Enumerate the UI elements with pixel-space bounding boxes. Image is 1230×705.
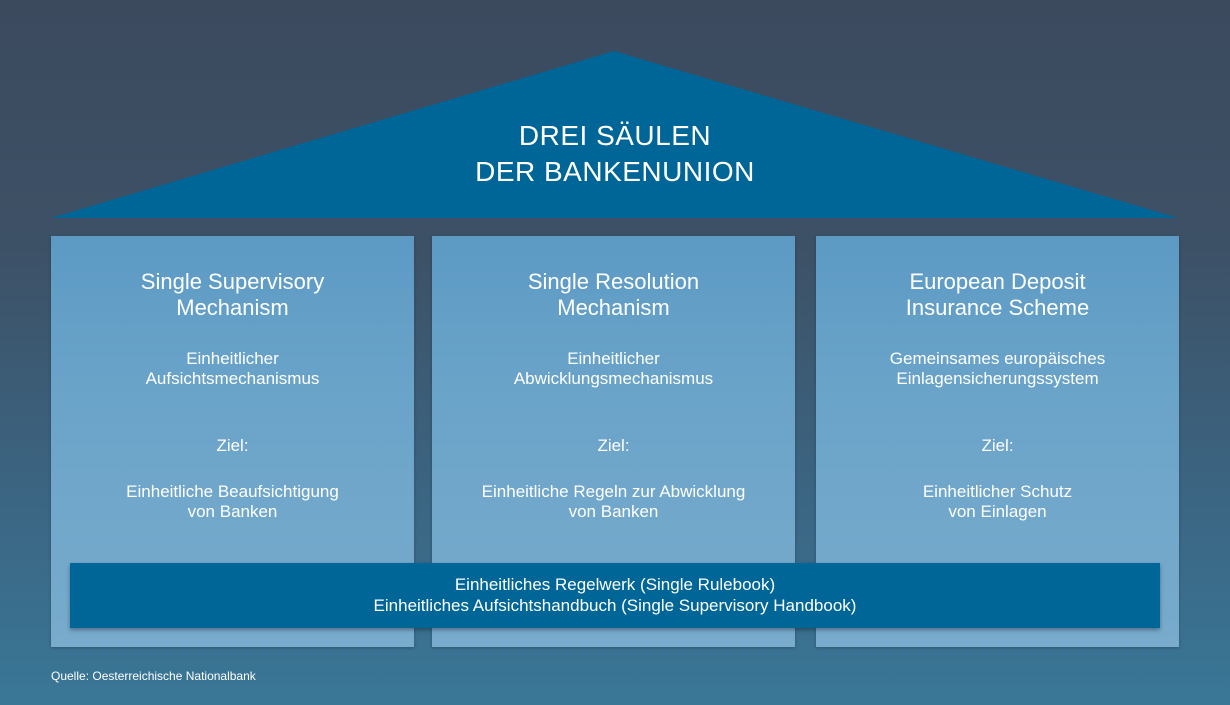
pillar-title-line-2: Insurance Scheme [905,295,1090,320]
pillar-title-line-1: Single Resolution [527,269,700,294]
pillar-goal: Einheitlicher Schutz von Einlagen [816,482,1179,522]
pillar-goal-line-2: von Banken [568,502,659,521]
pillar-goal: Einheitliche Beaufsichtigung von Banken [51,482,414,522]
source-note: Quelle: Oesterreichische Nationalbank [51,669,256,683]
pillar-subtitle-line-2: Aufsichtsmechanismus [145,369,320,388]
pillar-title: Single Resolution Mechanism [432,269,795,321]
pillar-goal-line-1: Einheitliche Regeln zur Abwicklung [481,482,746,501]
pillar-subtitle-line-1: Gemeinsames europäisches [889,349,1106,368]
foundation-text: Einheitliches Regelwerk (Single Rulebook… [70,574,1160,616]
pillar-ziel-label: Ziel: [981,436,1014,455]
pillar-subtitle: Einheitlicher Aufsichtsmechanismus [51,349,414,389]
pillar-subtitle-line-2: Einlagensicherungssystem [896,369,1099,388]
pillar-subtitle: Gemeinsames europäisches Einlagensicheru… [816,349,1179,389]
roof-title: DREI SÄULEN DER BANKENUNION [365,118,865,190]
pillar-subtitle-line-2: Abwicklungsmechanismus [513,369,714,388]
roof-title-line-2: DER BANKENUNION [475,156,755,187]
roof-title-line-1: DREI SÄULEN [518,120,712,151]
pillar-title: Single Supervisory Mechanism [51,269,414,321]
pillar-goal-line-1: Einheitlicher Schutz [922,482,1073,501]
pillar-title-line-2: Mechanism [557,295,670,320]
foundation-line-2: Einheitliches Aufsichtshandbuch (Single … [373,596,857,615]
pillar-title-line-1: Single Supervisory [140,269,325,294]
pillar-goal-line-2: von Einlagen [948,502,1047,521]
pillar-goal-line-1: Einheitliche Beaufsichtigung [126,482,339,501]
pillar-subtitle-line-1: Einheitlicher [186,349,279,368]
foundation-bar: Einheitliches Regelwerk (Single Rulebook… [70,563,1160,628]
pillar-subtitle: Einheitlicher Abwicklungsmechanismus [432,349,795,389]
pillar-subtitle-line-1: Einheitlicher [567,349,660,368]
pillar-title: European Deposit Insurance Scheme [816,269,1179,321]
pillar-goal-line-2: von Banken [187,502,278,521]
foundation-line-1: Einheitliches Regelwerk (Single Rulebook… [454,575,776,594]
pillar-ziel-label: Ziel: [597,436,630,455]
pillar-goal: Einheitliche Regeln zur Abwicklung von B… [432,482,795,522]
pillar-title-line-1: European Deposit [909,269,1086,294]
pillar-ziel-label: Ziel: [216,436,249,455]
pillar-title-line-2: Mechanism [176,295,289,320]
